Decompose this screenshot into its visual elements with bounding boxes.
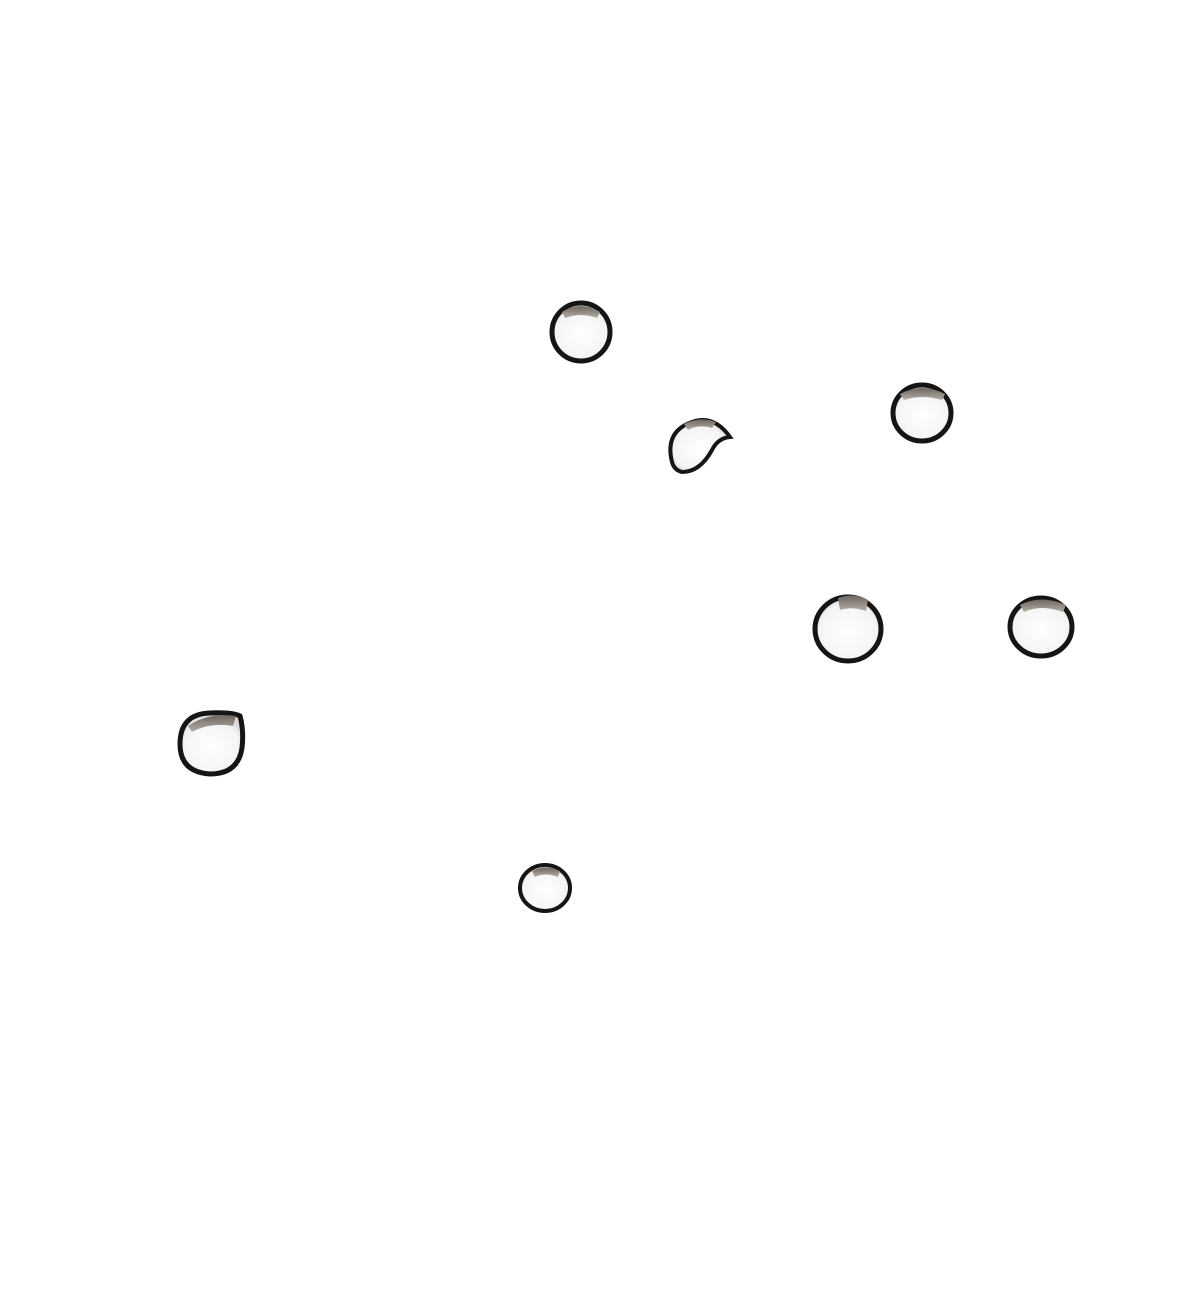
droplet-teardrop xyxy=(668,418,734,475)
droplet xyxy=(549,300,613,364)
droplet xyxy=(890,382,954,444)
droplet xyxy=(1007,595,1075,659)
droplet xyxy=(518,863,572,913)
droplet xyxy=(812,594,884,664)
droplet xyxy=(177,710,246,777)
